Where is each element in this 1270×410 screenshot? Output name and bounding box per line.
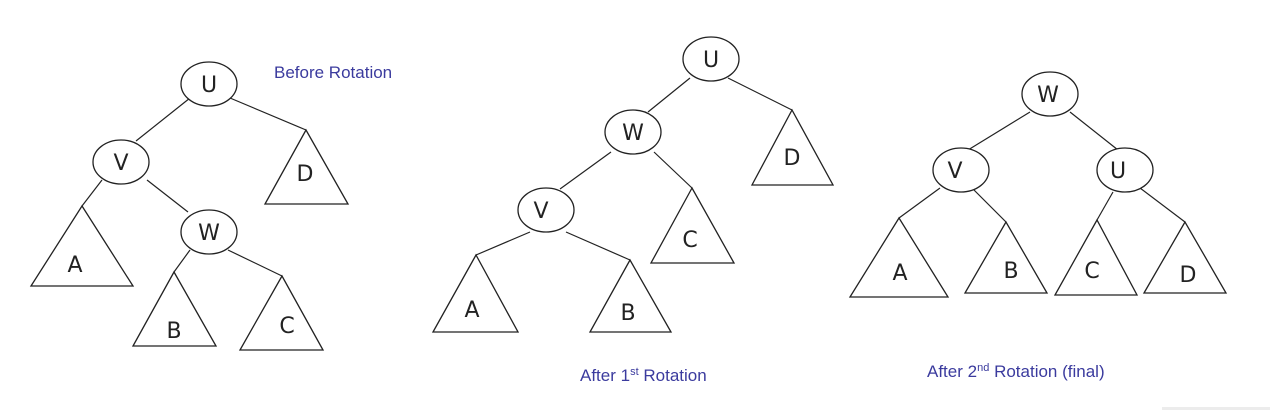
subtree-b: B <box>963 220 1049 294</box>
subtree-label: C <box>682 228 697 253</box>
corner-mark <box>1162 407 1270 410</box>
caption-after-first-prefix: After 1 <box>580 366 630 385</box>
subtree-label: C <box>1084 259 1099 284</box>
tree-after-first-rotation: U W V D C A B <box>431 36 835 333</box>
subtree-triangle <box>263 128 350 205</box>
node-circle <box>1096 147 1154 193</box>
node-label: W <box>198 221 220 246</box>
node-label: V <box>533 199 548 224</box>
caption-after-first-rotation: After 1st Rotation <box>580 366 707 385</box>
caption-before-text: Before Rotation <box>274 63 392 82</box>
edge-v-w <box>146 179 189 213</box>
node-u: U <box>180 61 238 107</box>
node-v: V <box>92 139 150 185</box>
edge-u-d <box>727 77 793 111</box>
edge-u-d <box>1139 187 1186 223</box>
caption-after-second-rotation: After 2nd Rotation (final) <box>927 362 1105 381</box>
subtree-label: A <box>464 298 479 323</box>
subtree-c: C <box>649 186 736 264</box>
subtree-label: A <box>892 261 907 286</box>
edge-v-b <box>565 231 631 261</box>
subtree-label: B <box>620 301 635 326</box>
edge-v-a <box>81 179 103 207</box>
edge-v-a <box>898 187 941 219</box>
tree-before-rotation: U V W A B C D <box>29 61 350 351</box>
subtree-a: A <box>29 204 135 287</box>
edge-u-v <box>135 97 191 142</box>
subtree-triangle <box>750 108 835 186</box>
node-label: V <box>113 151 128 176</box>
node-w: W <box>1021 71 1079 117</box>
node-label: W <box>1037 83 1059 108</box>
caption-after-second-prefix: After 2 <box>927 362 977 381</box>
node-u: U <box>682 36 740 82</box>
subtree-a: A <box>848 216 950 298</box>
node-circle <box>517 187 575 233</box>
edge-w-u <box>1069 111 1119 151</box>
caption-after-second-suffix: Rotation (final) <box>989 362 1104 381</box>
subtree-label: D <box>297 162 314 187</box>
subtree-triangle <box>588 258 673 333</box>
subtree-triangle <box>238 274 325 351</box>
subtree-triangle <box>1053 218 1139 296</box>
subtree-b: B <box>588 258 673 333</box>
node-label: W <box>622 121 644 146</box>
subtree-a: A <box>431 253 520 333</box>
subtree-c: C <box>238 274 325 351</box>
node-w: W <box>180 209 238 255</box>
edge-u-w <box>647 77 691 113</box>
subtree-triangle <box>131 270 218 347</box>
edge-w-c <box>653 151 693 189</box>
subtree-triangle <box>848 216 950 298</box>
subtree-label: C <box>279 314 294 339</box>
subtree-d: D <box>1142 220 1228 294</box>
node-circle <box>604 109 662 155</box>
edge-w-v <box>559 151 612 190</box>
edge-w-v <box>967 111 1031 151</box>
edge-v-a <box>475 231 531 256</box>
subtree-triangle <box>29 204 135 287</box>
node-label: V <box>947 159 962 184</box>
subtree-d: D <box>750 108 835 186</box>
subtree-label: A <box>67 253 82 278</box>
node-v: V <box>517 187 575 233</box>
subtree-triangle <box>649 186 736 264</box>
node-circle <box>682 36 740 82</box>
edge-w-c <box>227 249 283 277</box>
subtree-d: D <box>263 128 350 205</box>
node-w: W <box>604 109 662 155</box>
subtree-triangle <box>431 253 520 333</box>
caption-before-rotation: Before Rotation <box>274 63 392 82</box>
node-circle <box>1021 71 1079 117</box>
caption-after-first-suffix: Rotation <box>639 366 707 385</box>
node-circle <box>932 147 990 193</box>
subtree-label: D <box>1180 263 1197 288</box>
subtree-label: D <box>784 146 801 171</box>
node-circle <box>180 209 238 255</box>
node-u: U <box>1096 147 1154 193</box>
subtree-triangle <box>963 220 1049 294</box>
edge-u-c <box>1096 191 1114 221</box>
node-label: U <box>1110 159 1126 184</box>
subtree-c: C <box>1053 218 1139 296</box>
node-label: U <box>703 48 719 73</box>
node-v: V <box>932 147 990 193</box>
edge-v-b <box>973 189 1007 223</box>
subtree-label: B <box>1003 259 1018 284</box>
node-circle <box>92 139 150 185</box>
node-circle <box>180 61 238 107</box>
subtree-triangle <box>1142 220 1228 294</box>
edge-u-d <box>229 97 307 131</box>
tree-after-second-rotation: W V U A B C D <box>848 71 1228 298</box>
node-label: U <box>201 73 217 98</box>
caption-after-first-ordinal: st <box>630 366 639 378</box>
subtree-label: B <box>166 319 181 344</box>
subtree-b: B <box>131 270 218 347</box>
caption-after-second-ordinal: nd <box>977 362 989 374</box>
edge-w-b <box>173 249 191 273</box>
